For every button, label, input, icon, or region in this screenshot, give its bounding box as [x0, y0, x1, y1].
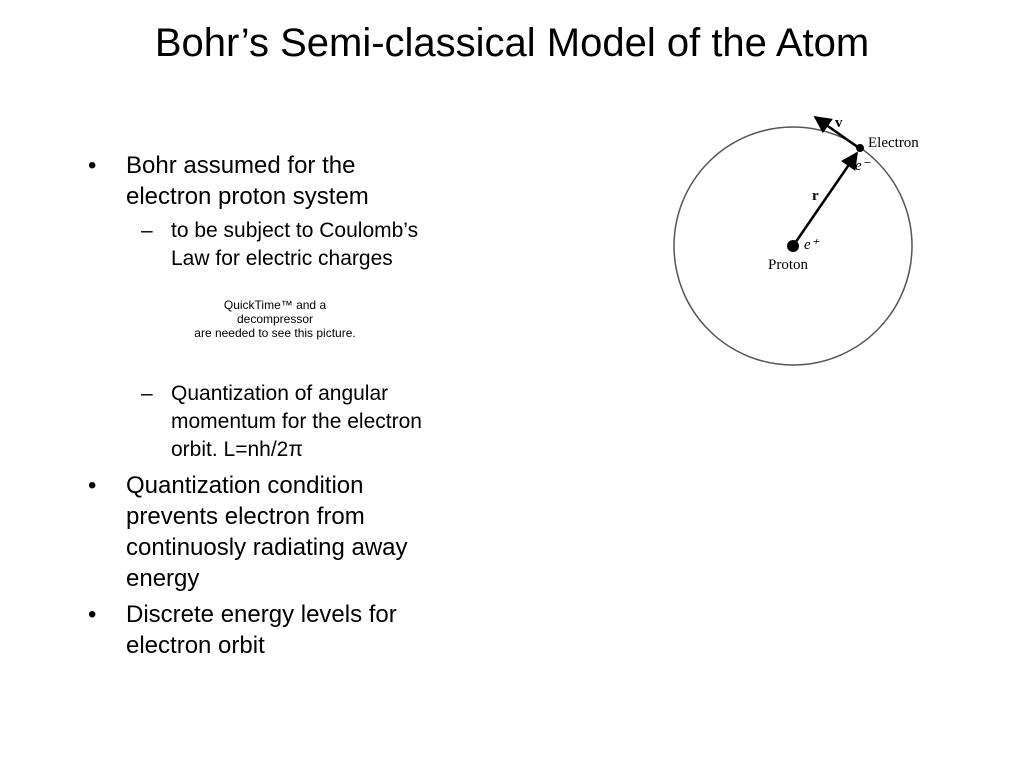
bullet-text: Quantization condition prevents electron… [126, 470, 408, 594]
sub-bullet-line: to be subject to Coulomb’s [171, 219, 419, 242]
electron-label: Electron [868, 135, 919, 151]
media-placeholder: QuickTime™ and a decompressor are needed… [150, 298, 400, 340]
bullet-line: prevents electron from [126, 503, 365, 530]
slide-title: Bohr’s Semi-classical Model of the Atom [154, 21, 870, 65]
sub-bullet-mark: – [141, 219, 153, 242]
sub-bullet-line: Law for electric charges [171, 247, 393, 270]
bullet-line: Quantization condition [126, 472, 364, 499]
proton-charge-label: e⁺ [804, 237, 820, 253]
sub-bullet-text: to be subject to Coulomb’s Law for elect… [171, 217, 418, 273]
bullet-line: electron proton system [126, 183, 369, 210]
bullet-line: Discrete energy levels for [126, 601, 397, 628]
velocity-label: v [835, 115, 843, 131]
orbit-circle [673, 126, 913, 366]
radius-label: r [812, 188, 819, 204]
bullet-text: Bohr assumed for the electron proton sys… [126, 150, 369, 212]
placeholder-line: QuickTime™ and a [223, 298, 327, 312]
velocity-arrow [813, 115, 860, 150]
electron-charge-label: e⁻ [855, 158, 871, 174]
bullet-line: energy [126, 565, 200, 592]
proton-dot [787, 240, 799, 252]
sub-bullet-line: orbit. L=nh/2π [171, 438, 303, 461]
bullet-mark: • [88, 601, 97, 628]
bullet-line: Bohr assumed for the [126, 152, 356, 179]
placeholder-line: decompressor [236, 312, 314, 326]
radius-arrow [791, 151, 859, 247]
electron-dot [856, 144, 864, 152]
sub-bullet-line: momentum for the electron [171, 410, 422, 433]
placeholder-line: are needed to see this picture. [194, 326, 356, 340]
bullet-mark: • [88, 472, 97, 499]
bullet-line: continuosly radiating away [126, 534, 408, 561]
sub-bullet-mark: – [141, 382, 153, 405]
bullet-text: Discrete energy levels for electron orbi… [126, 599, 397, 661]
sub-bullet-line: Quantization of angular [171, 382, 389, 405]
bullet-mark: • [88, 152, 97, 179]
sub-bullet-text: Quantization of angular momentum for the… [171, 380, 422, 464]
bohr-atom-diagram: v Electron e⁻ r e⁺ Proton [673, 115, 919, 366]
proton-label: Proton [768, 257, 809, 273]
bullet-line: electron orbit [126, 632, 265, 659]
